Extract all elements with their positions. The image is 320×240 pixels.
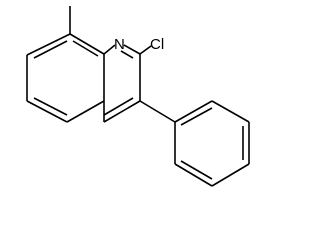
bond-ph4-ph5 [211,163,250,187]
bond-c8-c8a [69,33,105,55]
double-bond-c7-c8 [33,40,68,59]
double-bond-c8-c8a [72,40,99,57]
bond-ph2-ph3 [211,100,250,123]
double-bond-ph1-ph2 [180,107,213,126]
bond-c3-c4 [103,100,141,123]
chlorine-label: Cl [150,36,164,53]
bond-ph5-ph6 [174,163,213,187]
double-bond-c3-c4 [103,97,134,116]
chemical-structure-diagram: N Cl [26,6,250,187]
double-bond-n1-c2 [120,50,134,59]
bond-c7-c8 [26,33,71,56]
phenyl-ring [139,100,250,187]
chloro-bond [139,45,152,55]
benzo-ring [26,33,105,123]
bond-c3-phenyl [139,100,176,123]
double-bond-ph5-ph6 [180,160,213,180]
bond-c5-c6 [26,100,68,123]
nitrogen-label: N [114,36,125,53]
bond-ph1-ph2 [174,100,213,123]
bond-c4a-c5 [66,100,105,123]
bond-c8a-n1 [103,44,116,55]
bond-n1-c2 [123,44,141,55]
pyridine-ring [103,44,141,123]
double-bond-c5-c6 [33,97,68,116]
